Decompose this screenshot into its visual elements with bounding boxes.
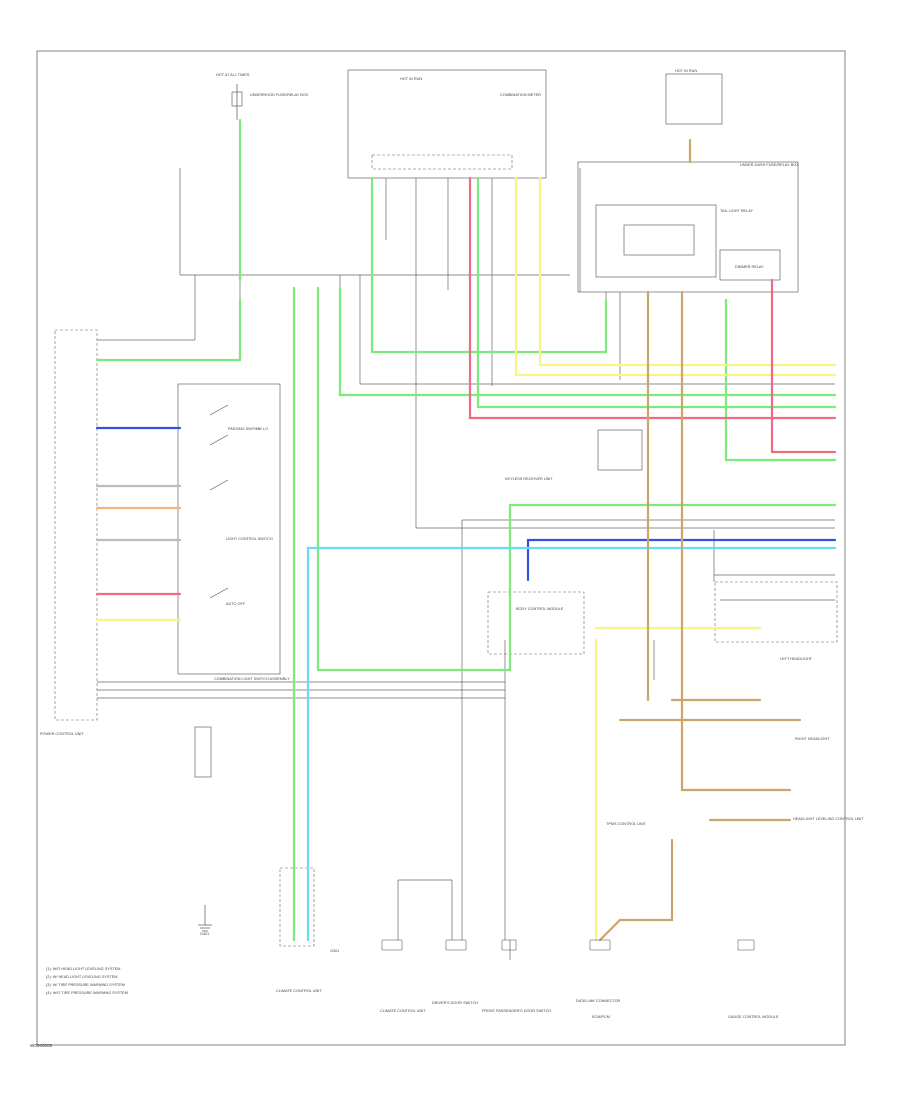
climate-unit-label: CLIMATE CONTROL UNIT [276,989,322,993]
red-wires [95,176,837,596]
hot-at-all-times-fuse: HOT AT ALL TIMES UNDERHOOD FUSE/RELAY BO… [216,73,309,120]
blue-wires [95,426,837,582]
ground-left-label: G401 [200,932,209,936]
tail-light-relay-label: TAIL LIGHT RELAY [720,209,753,213]
hot-in-run-right-block: HOT IN RUN [665,69,723,125]
diagram-frame [36,50,846,1046]
headlight-block: LEFT HEADLIGHT RIGHT HEADLIGHT HEADLIGHT… [606,581,864,826]
body-control-module-label: BODY CONTROL MODULE [516,607,564,611]
under-dash-fuse-label: UNDER-DASH FUSE/RELAY BOX [740,163,799,167]
page-code: W0000000 [30,1043,53,1048]
bottom-label: ECM/PCM [592,1015,610,1019]
dimmer-relay-label: DIMMER RELAY [735,265,764,269]
auto-off-label: AUTO OFF [226,602,246,606]
headlight-leveling-label: HEADLIGHT LEVELING CONTROL UNIT [793,817,864,821]
combination-meter-block: HOT IN RUN COMBINATION METER [347,69,547,179]
bottom-label: DRIVER'S DOOR SWITCH [432,1001,478,1005]
bottom-label: GAUGE CONTROL MODULE [728,1015,779,1019]
combination-light-switch-block: COMBINATION LIGHT SWITCH ASSEMBLY PASSIN… [177,383,290,681]
green-wires [95,118,837,942]
light-control-switch-label: LIGHT CONTROL SWITCH [226,537,273,541]
hot-in-run-right-label: HOT IN RUN [675,69,697,73]
bottom-connectors [381,939,755,951]
left-headlight-label: LEFT HEADLIGHT [780,657,813,661]
legend-item: (1): W/O HEAD LIGHT LEVELING SYSTEM [46,967,120,971]
combination-light-switch-label: COMBINATION LIGHT SWITCH ASSEMBLY [214,677,290,681]
tan-wires [598,138,802,942]
combination-meter-label: COMBINATION METER [500,93,541,97]
power-control-unit-label: POWER CONTROL UNIT [40,732,84,736]
power-control-unit-block: POWER CONTROL UNIT [40,329,98,736]
bottom-label: CLIMATE CONTROL UNIT [380,1009,426,1013]
right-headlight-label: RIGHT HEADLIGHT [795,737,830,741]
hi-lo-label: HI / LO [256,427,268,431]
light-gray-wires [95,484,182,542]
legend: (1): W/O HEAD LIGHT LEVELING SYSTEM (2):… [46,967,128,995]
legend-item: (2): W/ HEAD LIGHT LEVELING SYSTEM [46,975,117,979]
passing-switch-label: PASSING SWITCH [228,427,261,431]
legend-item: (3): W/ TIRE PRESSURE WARNING SYSTEM [46,983,125,987]
under-dash-fuse-block: UNDER-DASH FUSE/RELAY BOX TAIL LIGHT REL… [577,161,799,293]
hot-at-all-times-label: HOT AT ALL TIMES [216,73,250,77]
body-control-module-block: BODY CONTROL MODULE KEYLESS RECEIVER UNI… [487,429,643,655]
tpms-unit-label: TPMS CONTROL UNIT [606,822,647,826]
bottom-label: FRONT PASSENGER'S DOOR SWITCH [482,1009,551,1013]
legend-item: (4): W/O TIRE PRESSURE WARNING SYSTEM [46,991,128,995]
bottom-label: DATA LINK CONNECTOR [576,999,621,1003]
ground-center-label: G301 [330,949,339,953]
bottom-labels: CLIMATE CONTROL UNIT DRIVER'S DOOR SWITC… [380,999,779,1019]
underhood-fuse-box-label: UNDERHOOD FUSE/RELAY BOX [250,93,309,97]
yellow-wires [95,176,837,942]
cyan-wires [306,546,837,942]
lower-left-block: G401 G301 CLIMATE CONTROL UNIT [194,726,339,993]
keyless-receiver-label: KEYLESS RECEIVER UNIT [505,477,553,481]
hot-in-run-center-label: HOT IN RUN [400,77,422,81]
